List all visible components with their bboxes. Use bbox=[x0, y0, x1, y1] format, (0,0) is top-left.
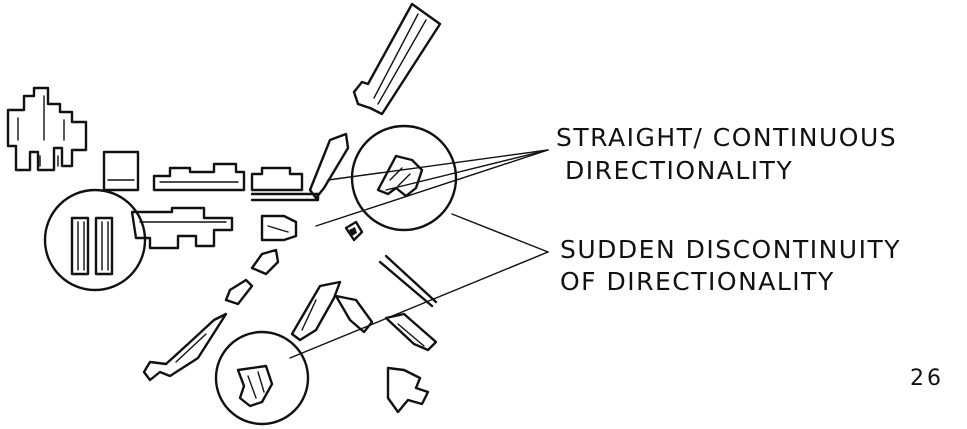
diagonal-strip-upper bbox=[308, 2, 442, 200]
circled-building-right bbox=[350, 124, 458, 232]
circled-pair-of-towers bbox=[43, 188, 147, 292]
diagonal-strip-lower bbox=[142, 248, 374, 382]
building-row-upper bbox=[102, 150, 320, 202]
circled-building-bottom bbox=[214, 330, 310, 426]
annotation-straight-line2: DIRECTIONALITY bbox=[565, 156, 794, 185]
annotation-straight-line1: STRAIGHT/ CONTINUOUS bbox=[556, 123, 898, 152]
annotation-sudden-line1: SUDDEN DISCONTINUITY bbox=[560, 235, 901, 264]
building-cluster-top-left bbox=[6, 86, 88, 172]
annotation-sudden-line2: OF DIRECTIONALITY bbox=[560, 267, 835, 296]
building-row-right bbox=[344, 220, 438, 414]
leader-lines bbox=[289, 149, 549, 359]
building-row-middle bbox=[130, 206, 298, 250]
page-number: 26 bbox=[910, 366, 944, 391]
